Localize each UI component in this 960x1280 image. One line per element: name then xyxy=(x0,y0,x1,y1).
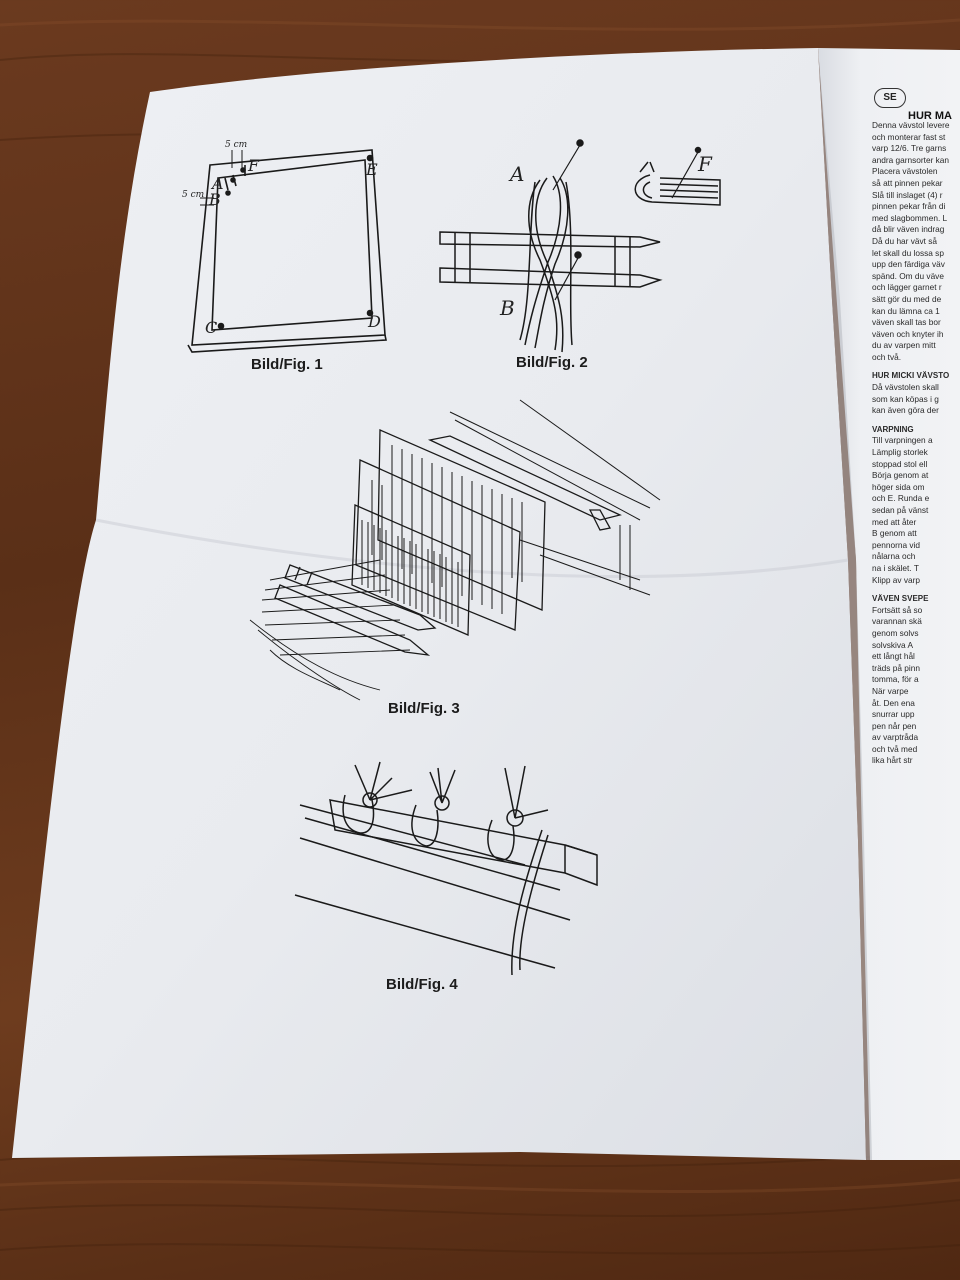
fig1-caption: Bild/Fig. 1 xyxy=(251,356,323,373)
text-line: snurrar upp xyxy=(872,709,915,720)
text-line: Då du har vävt så xyxy=(872,235,938,246)
text-line: genom solvs xyxy=(872,627,919,638)
fig3-caption: Bild/Fig. 3 xyxy=(388,700,460,717)
language-badge: SE xyxy=(874,88,906,108)
text-line: då blir väven indrag xyxy=(872,224,945,235)
fig2-label-b: B xyxy=(500,296,515,320)
section-heading: VARPNING xyxy=(872,424,914,434)
text-line: pen når pen xyxy=(872,720,917,731)
right-page xyxy=(818,48,960,1160)
fig1-dim-side: 5 cm xyxy=(182,190,205,200)
text-line: som kan köpas i g xyxy=(872,393,939,404)
figure-1-drawing xyxy=(187,149,387,353)
text-line: stoppad stol ell xyxy=(872,458,928,469)
right-page-title: HUR MA xyxy=(908,110,952,122)
fig1-label-d: D xyxy=(368,312,381,331)
section-heading: VÄVEN SVEPE xyxy=(872,594,929,604)
text-line: Då vävstolen skall xyxy=(872,382,939,393)
text-line: med att åter xyxy=(872,516,917,527)
left-page xyxy=(12,48,866,1160)
fig1-label-a: A xyxy=(212,174,224,193)
fig2-caption: Bild/Fig. 2 xyxy=(516,354,588,371)
text-line: andra garnsorter kan xyxy=(872,154,950,165)
text-line: ett långt hål xyxy=(872,651,915,662)
text-line: du av varpen mitt xyxy=(872,340,936,351)
text-line: na i skälet. T xyxy=(872,562,919,573)
text-line: sedan på vänst xyxy=(872,505,929,515)
text-line: solvskiva A xyxy=(872,639,914,650)
text-line: pinnen pekar från di xyxy=(872,201,946,212)
text-line: varp 12/6. Tre garns xyxy=(872,143,947,154)
fig1-label-c: C xyxy=(205,318,218,337)
text-line: höger sida om xyxy=(872,481,925,492)
text-line: pennorna vid xyxy=(872,539,920,550)
text-line: Fortsätt så so xyxy=(872,604,923,615)
text-line: spänd. Om du väve xyxy=(872,270,944,281)
fig2-label-a: A xyxy=(510,162,525,186)
figure-2-drawing xyxy=(439,139,721,353)
text-line: Klipp av varp xyxy=(872,574,920,585)
text-line: varannan skä xyxy=(872,616,922,627)
text-line: Till varpningen a xyxy=(872,435,933,446)
text-line: så att pinnen pekar xyxy=(872,177,943,188)
text-line: sätt gör du med de xyxy=(872,293,942,304)
text-line: upp den färdiga väv xyxy=(872,259,945,270)
text-line: åt. Den ena xyxy=(872,697,915,708)
fig4-caption: Bild/Fig. 4 xyxy=(386,976,458,993)
text-line: lika hårt str xyxy=(872,755,913,766)
text-line: och lägger garnet r xyxy=(872,282,942,293)
text-line: kan du lämna ca 1 xyxy=(872,305,940,316)
text-line: och två med xyxy=(872,743,918,754)
fig2-label-f: F xyxy=(698,152,712,176)
text-line: tomma, för a xyxy=(872,674,919,685)
text-line: Lämplig storlek xyxy=(872,447,928,458)
text-line: och E. Runda e xyxy=(872,493,930,504)
text-line: kan även göra der xyxy=(872,405,939,416)
fig1-label-b: B xyxy=(209,190,221,209)
text-line: B genom att xyxy=(872,528,917,539)
text-line: När varpe xyxy=(872,685,909,696)
text-line: Börja genom at xyxy=(872,470,929,481)
text-line: Denna vävstol levere xyxy=(872,120,950,130)
text-line: nålarna och xyxy=(872,551,916,562)
text-line: väven och knyter ih xyxy=(872,328,944,339)
text-line: träds på pinn xyxy=(872,662,920,673)
text-line: let skall du lossa sp xyxy=(872,247,944,258)
text-line: med slagbommen. L xyxy=(872,212,948,223)
text-line: väven skall tas bor xyxy=(872,317,941,328)
figure-3-drawing xyxy=(249,399,661,701)
figure-4-drawing xyxy=(294,761,598,976)
fig1-label-f: F xyxy=(248,156,260,175)
text-line: och två. xyxy=(872,351,902,362)
text-line: av varptråda xyxy=(872,732,919,743)
text-line: Slå till inslaget (4) r xyxy=(872,189,943,200)
text-line: Placera vävstolen xyxy=(872,166,938,177)
section-heading: HUR MICKI VÄVSTO xyxy=(872,371,950,381)
fig1-label-e: E xyxy=(366,160,378,179)
text-line: och monterar fast st xyxy=(872,131,946,142)
fig1-dim-top: 5 cm xyxy=(225,140,248,150)
